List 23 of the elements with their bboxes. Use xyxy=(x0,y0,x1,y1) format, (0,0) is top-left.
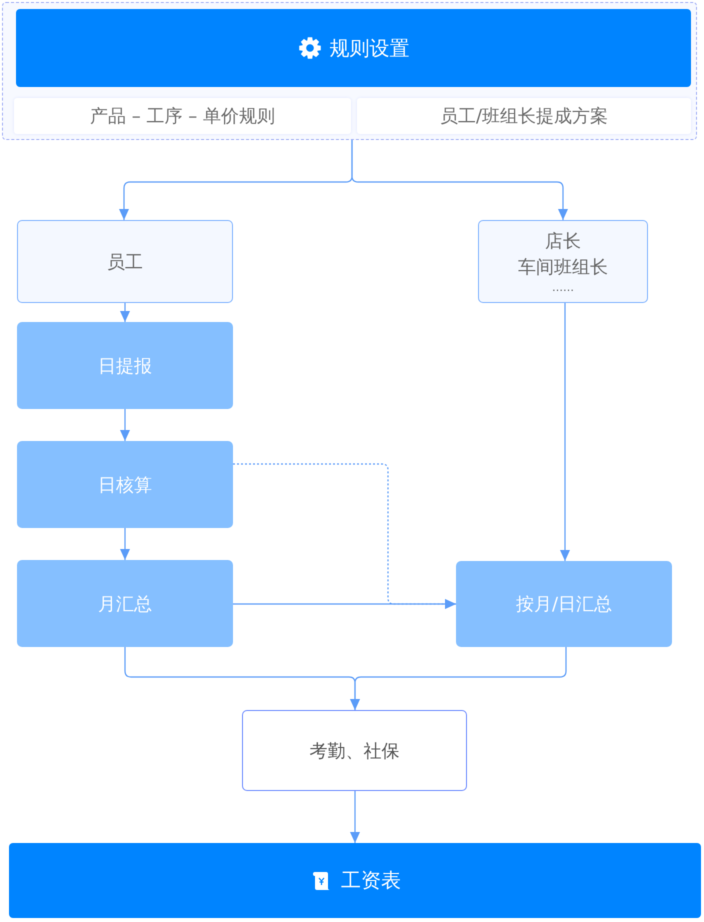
process-box: 日提报 xyxy=(17,322,233,409)
ellipsis-text: …… xyxy=(552,281,574,294)
footer-bar xyxy=(9,843,701,918)
arrow xyxy=(350,647,567,710)
arrow xyxy=(120,303,130,322)
header-title: 规则设置 xyxy=(330,34,410,62)
role-label: 店长 xyxy=(545,230,581,254)
role-box xyxy=(478,220,648,303)
process-box: 考勤、社保 xyxy=(242,710,467,791)
header-bar xyxy=(16,9,691,87)
arrow xyxy=(560,303,570,561)
process-box: 月汇总 xyxy=(17,560,233,647)
dashed-group-frame xyxy=(2,2,697,140)
process-box: 按月/日汇总 xyxy=(456,561,672,647)
arrow xyxy=(120,528,130,560)
arrow xyxy=(351,140,568,220)
arrow xyxy=(233,599,456,609)
footer-title: 工资表 xyxy=(341,867,401,894)
arrow xyxy=(350,791,360,843)
role-box: 员工 xyxy=(17,220,233,303)
process-box: 日核算 xyxy=(17,441,233,528)
arrow xyxy=(120,409,130,441)
role-label: 车间班组长 xyxy=(518,256,608,280)
